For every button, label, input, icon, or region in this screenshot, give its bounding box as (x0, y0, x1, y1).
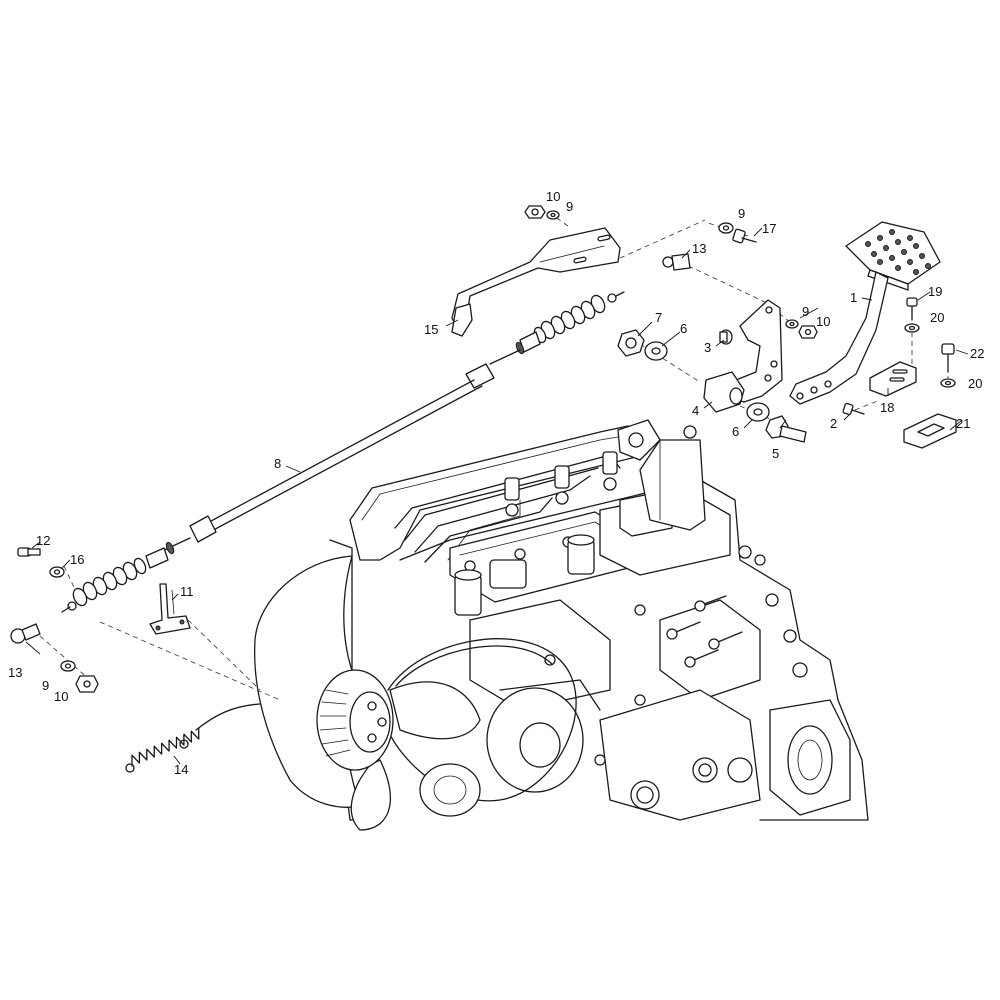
part-4-pedal-bracket (703, 299, 783, 413)
callout-10b: 10 (816, 314, 830, 329)
callout-20a: 20 (930, 310, 944, 325)
part-22-bolt (941, 343, 955, 373)
callout-6a: 6 (680, 321, 687, 336)
part-11-cable-clip (149, 583, 191, 635)
callout-12: 12 (36, 533, 50, 548)
part-10-nut-lower (75, 675, 99, 693)
leader-lines (25, 227, 969, 765)
callout-2: 2 (830, 416, 837, 431)
part-13-ball-joint-upper (662, 253, 691, 271)
cooling-fan (253, 555, 481, 831)
callout-6b: 6 (732, 424, 739, 439)
callout-9a: 9 (566, 199, 573, 214)
callout-18: 18 (880, 400, 894, 415)
callout-13b: 13 (8, 665, 22, 680)
part-13-ball-joint-lower (10, 623, 41, 644)
callout-10c: 10 (54, 689, 68, 704)
callout-9c: 9 (802, 304, 809, 319)
part-19-bolt (906, 297, 918, 321)
part-18-pedal-stop (869, 361, 917, 397)
part-9-washer-top (546, 210, 560, 220)
part-5-pivot-bolt (765, 415, 807, 443)
part-21-shim-plate (903, 413, 957, 449)
callout-15: 15 (424, 322, 438, 337)
callout-4: 4 (692, 403, 699, 418)
callout-8: 8 (274, 456, 281, 471)
part-20-washer-lower (940, 378, 956, 388)
callout-16: 16 (70, 552, 84, 567)
part-10-nut-bracket (798, 325, 818, 339)
part-16-washer (49, 566, 65, 578)
callout-5: 5 (772, 446, 779, 461)
callout-9d: 9 (42, 678, 49, 693)
part-9-washer-lower (60, 660, 76, 672)
part-20-washer-upper (904, 323, 920, 333)
callout-17: 17 (762, 221, 776, 236)
engine-assembly (329, 419, 869, 821)
part-17-bolt (732, 228, 757, 244)
callout-19: 19 (928, 284, 942, 299)
callout-20b: 20 (968, 376, 982, 391)
part-15-bracket (451, 227, 621, 337)
part-7-nut (617, 329, 645, 357)
callout-3: 3 (704, 340, 711, 355)
callout-10a: 10 (546, 189, 560, 204)
callout-9b: 9 (738, 206, 745, 221)
part-1-accelerator-pedal (789, 221, 941, 405)
callout-1: 1 (850, 290, 857, 305)
callout-11: 11 (180, 584, 194, 599)
part-6-washer-lower (746, 402, 770, 422)
callout-14: 14 (174, 762, 188, 777)
part-9-washer-bolt17 (718, 222, 734, 234)
callout-22: 22 (970, 346, 984, 361)
part-10-nut-top (524, 205, 546, 219)
part-6-washer-upper (644, 341, 668, 361)
part-2-screw (842, 402, 865, 416)
callout-21: 21 (956, 416, 970, 431)
part-8-throttle-cable (61, 291, 625, 613)
part-12-bolt (17, 547, 41, 557)
part-9-washer-bracket (785, 319, 799, 329)
callout-13a: 13 (692, 241, 706, 256)
callout-7: 7 (655, 310, 662, 325)
callout-labels: 1 2 3 4 5 6 6 7 8 9 9 9 9 10 10 10 11 12… (8, 189, 984, 777)
part-14-return-spring (125, 703, 261, 773)
